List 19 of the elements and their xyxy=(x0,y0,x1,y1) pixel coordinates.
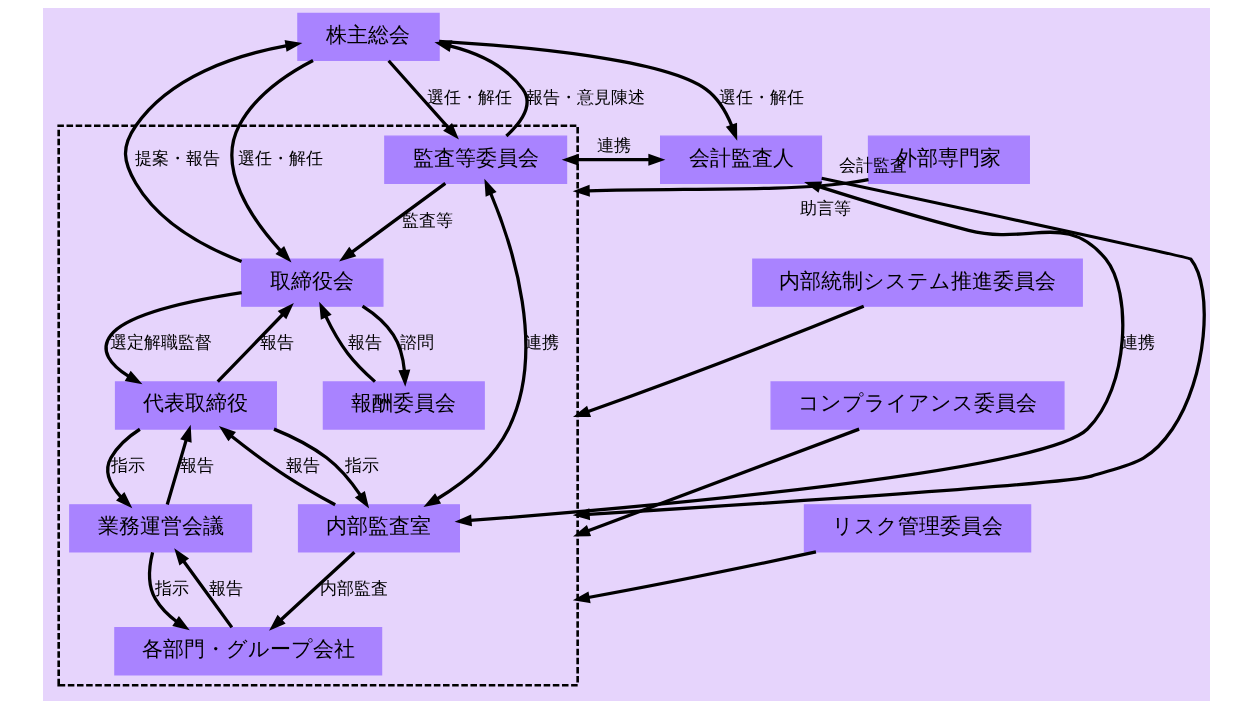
edge-label: 指示 xyxy=(155,578,190,599)
edge-label: 選任・解任 xyxy=(238,148,324,169)
edge-label: 指示 xyxy=(110,455,145,476)
edge-label: 諮問 xyxy=(399,332,434,353)
edge-label: 提案・報告 xyxy=(135,148,221,169)
edge-label: 報告 xyxy=(180,455,215,476)
edge-label: 連携 xyxy=(596,135,631,156)
edge-label: 選任・解任 xyxy=(426,86,512,107)
edge-label: 報告 xyxy=(259,332,294,353)
edge-label: 内部監査 xyxy=(320,578,389,599)
edge-label: 助言等 xyxy=(800,198,852,219)
edge-label: 報告 xyxy=(209,578,244,599)
edge-label: 報告 xyxy=(347,332,382,353)
edge-label: 報告・意見陳述 xyxy=(526,86,645,107)
edge-label: 選任・解任 xyxy=(719,86,805,107)
edge-label: 報告 xyxy=(286,455,321,476)
edge-label: 指示 xyxy=(344,455,379,476)
edge-label: 連携 xyxy=(525,332,560,353)
edge-label: 選定解職監督 xyxy=(110,332,213,353)
